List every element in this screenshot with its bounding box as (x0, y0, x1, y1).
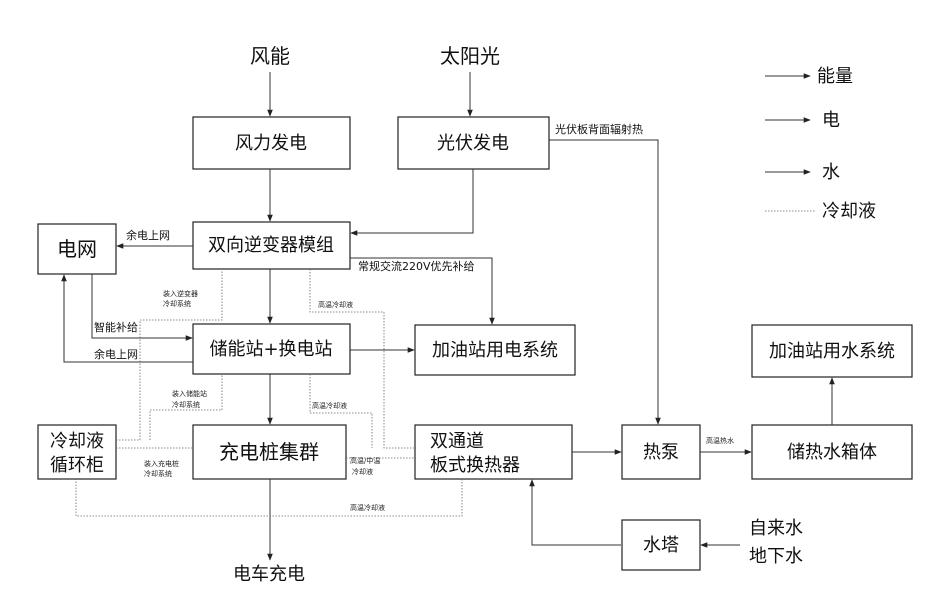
box-station-water: 加油站用水系统 (752, 325, 912, 377)
label-smart-supply: 智能补给 (94, 320, 138, 334)
box-inverter-label: 双向逆变器模组 (208, 235, 334, 256)
box-water-tower-label: 水塔 (643, 535, 679, 556)
box-wind-power-label: 风力发电 (235, 133, 307, 154)
box-water-tower: 水塔 (622, 520, 700, 570)
box-heat-pump-label: 热泵 (643, 442, 679, 463)
output-ev-charging: 电车充电 (233, 564, 305, 585)
label-into-inverter-cooling-2: 冷却系统 (163, 299, 191, 308)
box-heat-exchanger-label-2: 板式换热器 (430, 455, 520, 476)
box-heat-exchanger-label-1: 双通道 (430, 431, 484, 452)
box-cooling-cabinet: 冷却液 循环柜 (38, 425, 116, 479)
label-into-charger-cooling-2: 冷却系统 (144, 469, 172, 478)
label-ac-220v: 常规交流220V优先补给 (358, 259, 475, 273)
source-wind: 风能 (250, 44, 290, 68)
label-high-mid-temp-1: 高温/中温 (350, 456, 380, 465)
box-heat-exchanger: 双通道 板式换热器 (415, 425, 572, 479)
box-pv-power: 光伏发电 (398, 117, 549, 169)
legend-electric-label: 电 (822, 110, 840, 131)
box-charger-cluster-label: 充电桩集群 (219, 440, 319, 464)
legend-energy-label: 能量 (817, 66, 853, 87)
arrow-pv-back-heat-to-heat-pump (549, 140, 658, 424)
label-into-storage-cooling-2: 冷却系统 (172, 400, 200, 409)
box-station-power: 加油站用电系统 (415, 325, 575, 375)
source-ground-water: 地下水 (749, 546, 803, 567)
box-station-power-label: 加油站用电系统 (432, 340, 558, 361)
label-pv-back-heat: 光伏板背面辐射热 (555, 122, 643, 136)
source-tap-water: 自来水 (749, 518, 803, 539)
label-high-mid-temp-2: 冷却液 (352, 467, 373, 476)
box-grid-label: 电网 (57, 237, 97, 261)
arrow-tower-to-exchanger (532, 480, 621, 545)
box-inverter: 双向逆变器模组 (193, 222, 350, 269)
legend-coolant-label: 冷却液 (822, 201, 876, 222)
box-wind-power: 风力发电 (193, 117, 350, 169)
label-high-temp-coolant-3: 高温冷却液 (350, 503, 385, 512)
box-storage-swap: 储能站+换电站 (193, 324, 350, 374)
box-storage-tank: 储热水箱体 (752, 425, 912, 479)
label-surplus-to-grid-2: 余电上网 (94, 347, 138, 361)
label-high-temp-coolant-1: 高温冷却液 (318, 300, 353, 309)
source-sun: 太阳光 (440, 44, 500, 68)
box-cooling-cabinet-label-2: 循环柜 (50, 455, 104, 476)
label-surplus-to-grid-1: 余电上网 (126, 228, 170, 242)
legend-water-label: 水 (822, 162, 840, 183)
box-charger-cluster: 充电桩集群 (193, 425, 346, 479)
label-into-inverter-cooling-1: 装入逆变器 (163, 289, 198, 298)
box-cooling-cabinet-label-1: 冷却液 (50, 431, 104, 452)
box-station-water-label: 加油站用水系统 (769, 341, 895, 362)
label-into-charger-cooling-1: 装入充电桩 (144, 459, 179, 468)
label-into-storage-cooling-1: 装入储能站 (172, 389, 207, 398)
box-pv-power-label: 光伏发电 (437, 133, 509, 154)
box-storage-swap-label: 储能站+换电站 (209, 339, 332, 360)
legend: 能量 电 水 冷却液 (765, 66, 876, 222)
label-hot-water: 高温热水 (706, 436, 734, 445)
arrow-pv-to-inverter (351, 169, 473, 233)
box-storage-tank-label: 储热水箱体 (787, 442, 877, 463)
box-grid: 电网 (38, 224, 116, 274)
box-heat-pump: 热泵 (622, 425, 700, 479)
label-high-temp-coolant-2: 高温冷却液 (312, 401, 347, 410)
coolant-exchanger-return-to-cabinet (76, 479, 462, 516)
